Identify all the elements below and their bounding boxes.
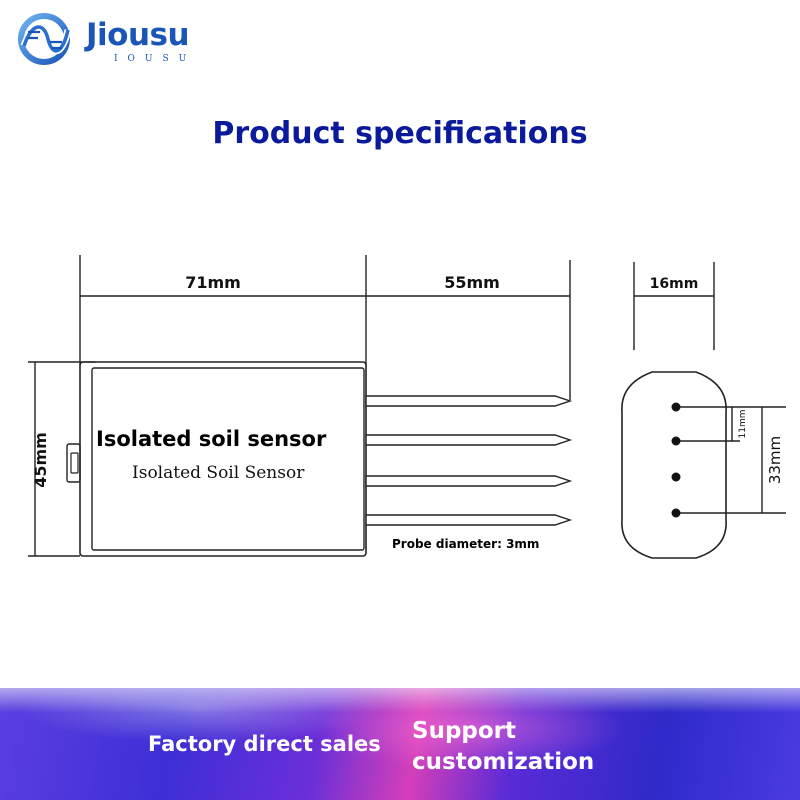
sensor-body-face [91, 367, 365, 551]
probe-point [671, 508, 681, 518]
dim-body-height: 45mm [31, 432, 50, 488]
jiousu-logo-mark-icon [18, 13, 72, 65]
banner-glow [0, 688, 800, 800]
dim-probe-span: 33mm [766, 436, 784, 484]
banner-factory-text: Factory direct sales [148, 732, 381, 756]
probe-points [671, 402, 681, 518]
sensor-side-profile [621, 371, 727, 559]
dim-body-length: 71mm [185, 273, 241, 292]
product-label: Isolated soil sensor [96, 427, 327, 451]
probe [365, 475, 573, 487]
dim-probe-pitch: 11mm [738, 410, 748, 439]
sensor-side-tab [66, 443, 81, 483]
probe [365, 514, 573, 526]
banner-customization-text: Support customization [412, 716, 594, 778]
probe-diameter-note: Probe diameter: 3mm [392, 537, 540, 551]
brand-logo: Jiousu IOUSU [14, 12, 214, 66]
dim-probe-length: 55mm [444, 273, 500, 292]
probe [365, 395, 573, 407]
probe-point [671, 402, 681, 412]
probe-point [671, 436, 681, 446]
probes [365, 395, 573, 526]
probe [365, 434, 573, 446]
brand-name: Jiousu [86, 17, 190, 53]
banner-customization-line2: customization [412, 749, 595, 775]
probe-point [671, 472, 681, 482]
promo-banner: Factory direct sales Support customizati… [0, 688, 800, 800]
banner-customization-line1: Support [412, 718, 517, 744]
dim-side-width: 16mm [650, 276, 699, 292]
product-label-sub: Isolated Soil Sensor [132, 463, 305, 483]
page-title: Product specifications [212, 116, 588, 151]
brand-subname: IOUSU [114, 54, 197, 64]
sensor-body-outline [79, 361, 367, 557]
